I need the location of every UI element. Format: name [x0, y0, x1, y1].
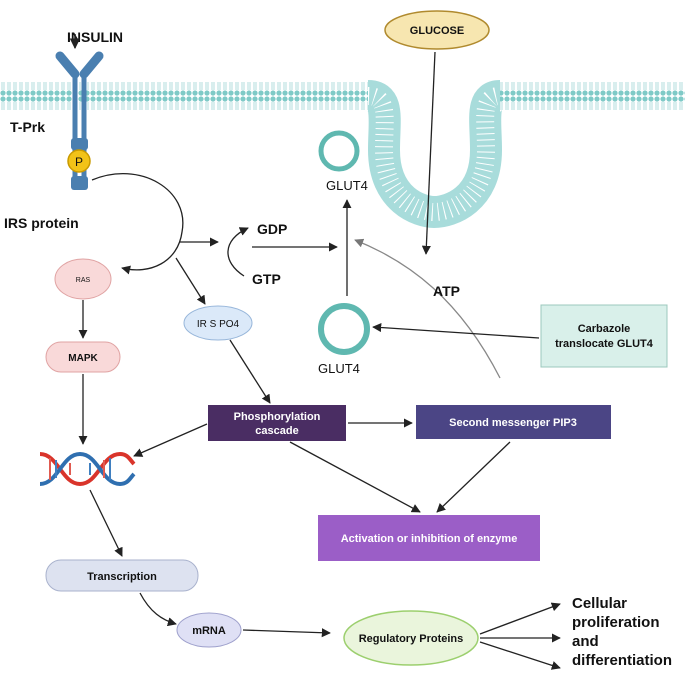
- irs-protein-label: IRS protein: [4, 215, 79, 231]
- carbazole-box: [540, 304, 668, 368]
- carbazole-to-glut4-arrow: [372, 323, 540, 339]
- mrna-to-proteins-arrow: [242, 628, 331, 638]
- second-messenger-label: Second messenger PIP3: [449, 417, 577, 429]
- gdp-label: GDP: [257, 221, 287, 237]
- transcription-label: Transcription: [87, 571, 157, 583]
- irs-to-ras-arrow: [91, 173, 184, 275]
- irs-po4-label: IR S PO4: [197, 319, 240, 330]
- enzyme-activation-box: [318, 515, 540, 561]
- regulatory-proteins-label: Regulatory Proteins: [359, 633, 464, 645]
- mapk-label: MAPK: [68, 353, 98, 364]
- ras-node: [54, 258, 112, 300]
- pip3-to-enzyme-arrow: [436, 441, 511, 513]
- glucose-node: [384, 10, 490, 50]
- gdp-gtp-cycle-arrow: [227, 227, 249, 277]
- transcription-node: [45, 559, 199, 592]
- cascade-to-dna-arrow: [133, 423, 208, 457]
- second-messenger-box: [416, 405, 611, 439]
- regulatory-proteins-node: [343, 610, 479, 666]
- dna-to-transcription-arrow: [89, 489, 123, 557]
- glut4-top-label: GLUT4: [326, 178, 368, 193]
- cascade-to-enzyme-arrow: [289, 441, 421, 513]
- phosphate-label: P: [75, 155, 83, 169]
- mrna-label: mRNA: [192, 625, 226, 637]
- glucose-entry-arrow: [421, 51, 436, 255]
- gtp-label: GTP: [252, 271, 281, 287]
- glut4-bottom-label: GLUT4: [318, 361, 360, 376]
- glut4-vesicle-bottom: [318, 303, 370, 355]
- carbazole-label-line1: Carbazole: [578, 323, 631, 335]
- mapk-node: [45, 341, 121, 373]
- glucose-label: GLUCOSE: [410, 25, 464, 37]
- enzyme-activation-label: Activation or inhibition of enzyme: [341, 533, 518, 545]
- phosphate-icon: [67, 149, 91, 173]
- transcription-to-mrna-arrow: [139, 592, 177, 627]
- to-irs-po4-arrow: [175, 257, 206, 305]
- cell-membrane: [0, 80, 685, 229]
- proteins-to-outcome-arrow-3: [479, 641, 561, 670]
- cascade-label-line1: Phosphorylation: [234, 411, 321, 423]
- outcome-line1: Cellular: [572, 595, 627, 612]
- irs-po4-to-cascade-arrow: [229, 339, 271, 404]
- mrna-node: [176, 612, 242, 648]
- atp-curve-arrow: [354, 238, 501, 379]
- outcome-line2: proliferation: [572, 614, 660, 631]
- insulin-receptor: [55, 51, 104, 190]
- tprk-label: T-Prk: [10, 119, 45, 135]
- carbazole-label-line2: translocate GLUT4: [555, 338, 654, 350]
- outcome-line3: and: [572, 633, 599, 650]
- dna-icon: [39, 451, 136, 487]
- atp-label: ATP: [433, 283, 460, 299]
- proteins-to-outcome-arrow-1: [479, 602, 561, 635]
- outcome-line4: differentiation: [572, 652, 672, 669]
- glut4-vesicle-top: [318, 130, 360, 172]
- cascade-label-line2: cascade: [255, 425, 298, 437]
- ras-label: RAS: [76, 277, 91, 284]
- insulin-label: INSULIN: [67, 29, 123, 45]
- irs-po4-node: [183, 305, 253, 341]
- phosphorylation-cascade-box: [208, 405, 346, 441]
